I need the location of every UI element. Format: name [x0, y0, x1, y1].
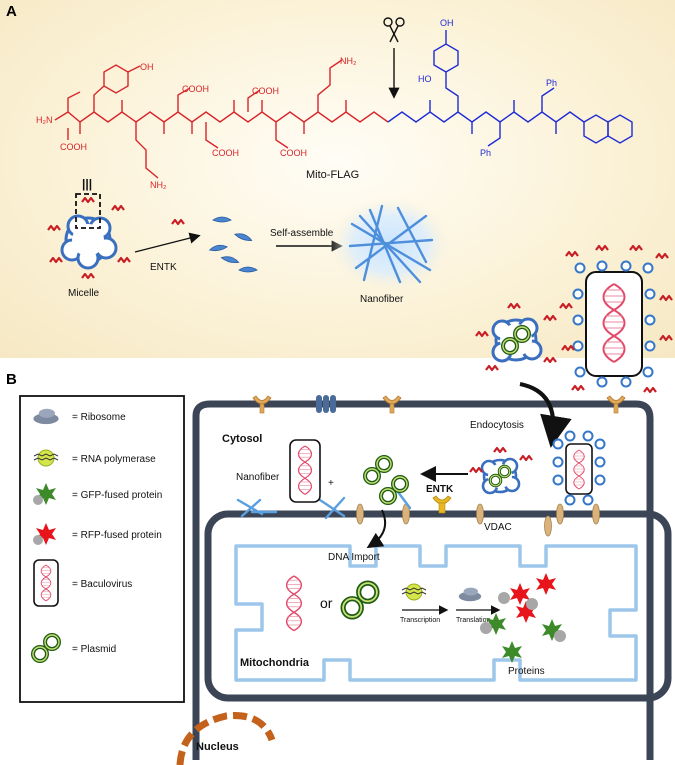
zoom-box [75, 193, 101, 229]
mitochondria-outer-membrane [204, 510, 672, 702]
micelle-with-plasmid [474, 302, 558, 372]
translation-label: Translation [456, 617, 490, 624]
nanofiber-label-b: Nanofiber [236, 472, 280, 483]
coated-baculovirus-top [558, 244, 674, 394]
scissors-icon [383, 17, 405, 43]
entk-enzyme-icon [432, 495, 452, 514]
svg-text:COOH: COOH [212, 148, 239, 158]
svg-text:OH: OH [440, 18, 454, 28]
svg-text:Ph: Ph [480, 148, 491, 158]
peptide-structure-blue [387, 30, 633, 147]
panel-a-background [0, 0, 675, 358]
dna-import-arrow [366, 509, 386, 549]
svg-text:Ph: Ph [546, 78, 557, 88]
micelle-label: Micelle [68, 288, 100, 299]
mitochondria-label: Mitochondria [240, 657, 310, 669]
mito-dna-icon [285, 575, 303, 632]
svg-text:= RFP-fused protein: = RFP-fused protein [72, 530, 162, 541]
entk-arrow-a [134, 232, 201, 253]
vdac-label: VDAC [484, 522, 512, 533]
cytosol-label: Cytosol [222, 433, 262, 445]
nanofiber-label-a: Nanofiber [360, 294, 404, 305]
svg-text:= Baculovirus: = Baculovirus [72, 579, 132, 590]
plus-sign: + [328, 478, 334, 489]
svg-text:OH: OH [140, 62, 154, 72]
cell-membrane [192, 400, 654, 760]
svg-text:COOH: COOH [280, 148, 307, 158]
or-label: or [320, 595, 333, 611]
svg-text:COOH: COOH [182, 84, 209, 94]
proteins-cluster [480, 573, 566, 663]
svg-text:= Plasmid: = Plasmid [72, 644, 116, 655]
baculovirus-icon [33, 559, 59, 607]
ribosome-mito [458, 587, 482, 602]
endocytosis-arrow [519, 382, 572, 448]
svg-text:= Ribosome: = Ribosome [72, 412, 126, 423]
mitochondria-inner-membrane [234, 544, 638, 682]
transcription-label: Transcription [400, 617, 440, 624]
micelle-plasmid-b [468, 446, 534, 495]
membrane-channel [316, 395, 336, 413]
micelle-fragments [208, 216, 258, 273]
nucleus-envelope [176, 712, 276, 765]
entk-label-a: ENTK [150, 262, 177, 273]
rna-polymerase-mito [401, 583, 427, 601]
peptide-name: Mito-FLAG [306, 169, 359, 181]
legend-plasmid-row: = Plasmid [31, 633, 116, 663]
legend-rfp-row: = RFP-fused protein [33, 523, 162, 545]
legend-baculovirus-row: = Baculovirus [33, 559, 132, 607]
legend-gfp-row: = GFP-fused protein [33, 483, 162, 505]
chem-labels-blue: OH HO Ph Ph [418, 18, 557, 158]
entk-label-b: ENTK [426, 484, 454, 495]
self-assemble-label: Self-assemble [270, 228, 334, 239]
peptide-structure-red [54, 59, 389, 179]
mito-plasmid-icon [343, 583, 377, 617]
svg-text:COOH: COOH [252, 86, 279, 96]
dna-import-label: DNA Import [328, 552, 380, 563]
svg-text:NH₂: NH₂ [150, 180, 167, 190]
equiv-mark: ||| [82, 177, 92, 191]
svg-text:= GFP-fused protein: = GFP-fused protein [72, 490, 162, 501]
proteins-label: Proteins [508, 666, 545, 677]
legend-ribosome-row: = Ribosome [33, 408, 126, 425]
coated-baculovirus-b [552, 430, 606, 506]
svg-text:H₂N: H₂N [36, 115, 53, 125]
nucleus-label: Nucleus [196, 741, 239, 753]
svg-text:COOH: COOH [60, 142, 87, 152]
micelle [46, 193, 132, 280]
nanofiber-fragments-b [236, 490, 412, 520]
vdac-channels [356, 503, 600, 537]
baculovirus-cytosol [289, 439, 321, 503]
legend-rna-polymerase-row: = RNA polymerase [33, 449, 156, 467]
svg-text:HO: HO [418, 74, 432, 84]
svg-text:NH₂: NH₂ [340, 56, 357, 66]
panel-b-letter: B [6, 371, 17, 388]
nanofiber-network [328, 196, 452, 292]
endocytosis-label: Endocytosis [470, 420, 524, 431]
panel-a-letter: A [6, 3, 17, 20]
chem-labels-red: H₂N COOH OH NH₂ COOH COOH COOH COOH NH₂ [36, 56, 357, 190]
svg-text:= RNA polymerase: = RNA polymerase [72, 454, 156, 465]
